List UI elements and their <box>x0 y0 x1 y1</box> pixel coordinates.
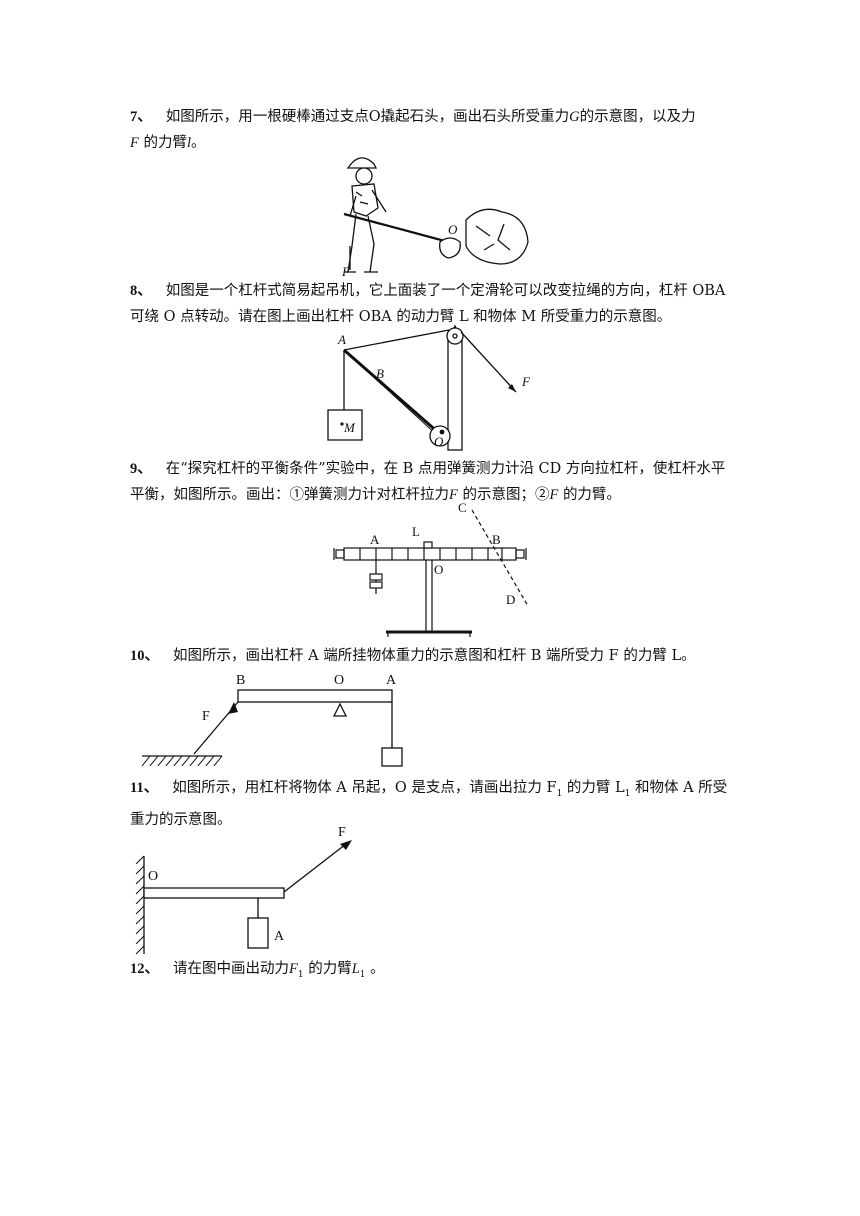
label-m: M <box>343 420 356 435</box>
question-11: 11、如图所示，用杠杆将物体 A 吊起，O 是支点，请画出拉力 F1 的力臂 L… <box>130 775 732 833</box>
question-text: 在“探究杠杆的平衡条件”实验中，在 B 点用弹簧测力计沿 CD 方向拉杠杆，使杠… <box>130 461 726 503</box>
label-o: O <box>434 434 444 449</box>
question-text: 如图所示，用杠杆将物体 A 吊起，O 是支点，请画出拉力 F <box>172 780 557 796</box>
label-d: D <box>506 592 515 607</box>
label-b: B <box>376 366 384 381</box>
label-f: F <box>341 264 351 279</box>
label-f: F <box>521 374 531 389</box>
label-b: B <box>492 532 501 547</box>
question-number: 7、 <box>130 109 152 125</box>
question-text: 如图是一个杠杆式简易起吊机，它上面装了一个定滑轮可以改变拉绳的方向，杠杆 OBA… <box>130 283 726 325</box>
figure-9-balance-lever: C A L B O D <box>333 500 529 637</box>
label-l: L <box>412 524 420 539</box>
question-12: 12、请在图中画出动力F1 的力臂L1 。 <box>130 956 732 988</box>
question-text: 的示意图，以及力 <box>579 109 696 125</box>
subscript: 1 <box>359 969 366 980</box>
variable: F <box>130 135 139 151</box>
label-o: O <box>448 222 458 237</box>
label-f: F <box>202 709 210 724</box>
label-b: B <box>236 673 245 688</box>
question-text: 的力臂 <box>143 135 187 151</box>
question-10: 10、如图所示，画出杠杆 A 端所挂物体重力的示意图和杠杆 B 端所受力 F 的… <box>130 643 732 669</box>
label-c: C <box>458 500 467 515</box>
subscript: 1 <box>556 788 563 799</box>
subscript: 1 <box>624 788 631 799</box>
question-number: 12、 <box>130 961 159 977</box>
question-number: 8、 <box>130 283 152 299</box>
question-7: 7、如图所示，用一根硬棒通过支点O撬起石头，画出石头所受重力G的示意图，以及力 … <box>130 104 732 156</box>
subscript: 1 <box>297 969 304 980</box>
question-text: 如图所示，用一根硬棒通过支点O撬起石头，画出石头所受重力 <box>165 109 570 125</box>
variable: F <box>289 961 298 977</box>
question-9: 9、在“探究杠杆的平衡条件”实验中，在 B 点用弹簧测力计沿 CD 方向拉杠杆，… <box>130 456 732 508</box>
question-text: 的力臂 L <box>566 780 625 796</box>
figure-11-wall-lever: O F A <box>135 825 352 955</box>
label-a: A <box>337 332 346 347</box>
question-text: 的力臂。 <box>562 487 621 503</box>
question-text: 请在图中画出动力 <box>173 961 289 977</box>
label-o: O <box>334 673 344 688</box>
question-number: 9、 <box>130 461 152 477</box>
variable: F <box>549 487 559 503</box>
label-a: A <box>386 673 397 688</box>
question-text: 。 <box>370 961 385 977</box>
question-number: 10、 <box>130 648 159 664</box>
label-a: A <box>274 929 285 944</box>
label-f: F <box>338 825 346 840</box>
question-text: 。 <box>191 135 206 151</box>
question-text: 如图所示，画出杠杆 A 端所挂物体重力的示意图和杠杆 B 端所受力 F 的力臂 … <box>173 648 696 664</box>
label-o: O <box>148 869 158 884</box>
figure-8-crane-lever: A B M O F <box>327 324 531 451</box>
figure-10-lever-ground: B O A F <box>141 673 403 767</box>
question-text: 的力臂 <box>308 961 352 977</box>
question-text: 的示意图；② <box>462 487 550 503</box>
variable: L <box>351 961 360 977</box>
label-o: O <box>434 562 443 577</box>
question-text: 和物体 A 所受重力的示意图。 <box>130 780 728 828</box>
question-8: 8、如图是一个杠杆式简易起吊机，它上面装了一个定滑轮可以改变拉绳的方向，杠杆 O… <box>130 278 732 330</box>
variable: F <box>449 487 458 503</box>
question-number: 11、 <box>130 780 159 796</box>
label-a: A <box>370 532 380 547</box>
figure-7-crowbar-rock: O F <box>341 157 529 279</box>
variable: l <box>186 135 191 151</box>
variable: G <box>569 109 580 125</box>
